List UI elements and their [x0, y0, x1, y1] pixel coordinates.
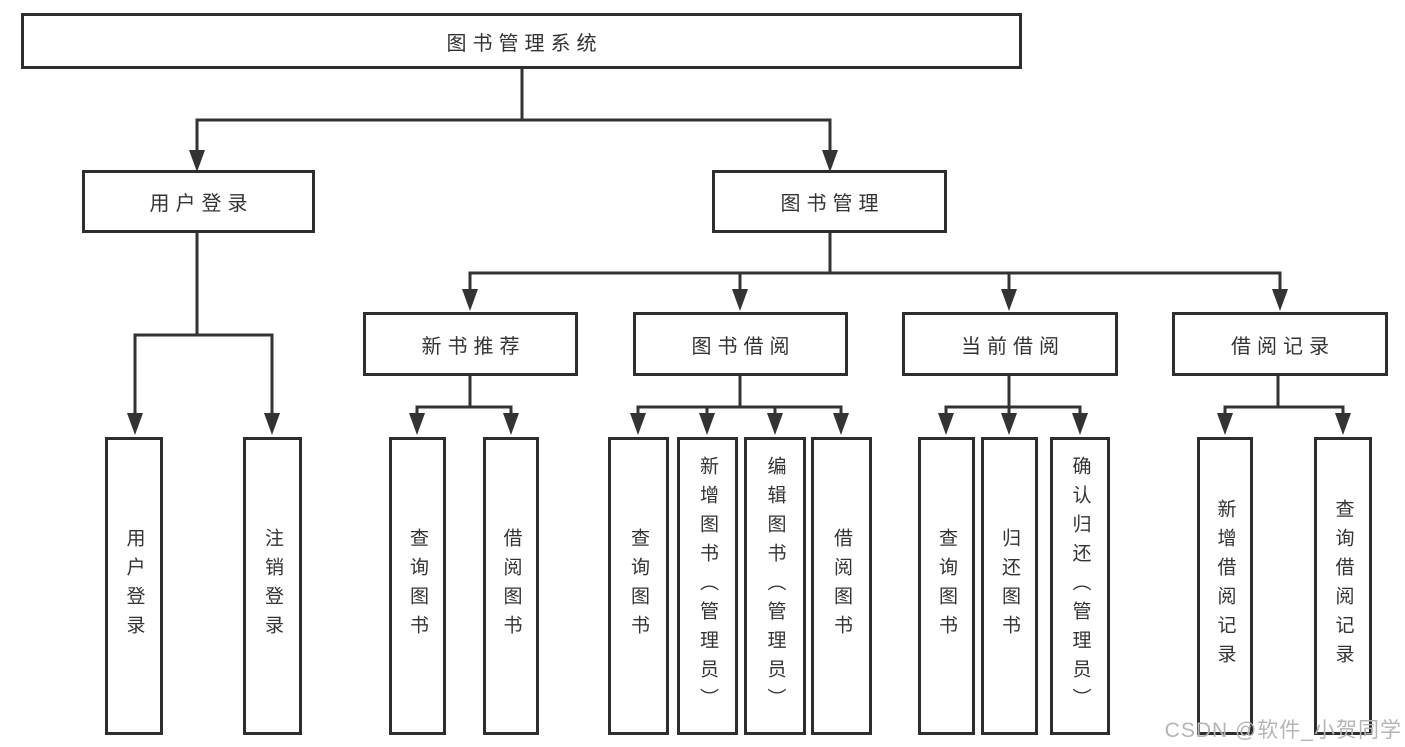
- leaf-label: 查询借阅记录: [1332, 499, 1354, 673]
- leaf-label: 用户登录: [123, 528, 145, 644]
- node-book-management: 图书管理: [712, 170, 947, 233]
- node-book-borrow: 图书借阅: [633, 312, 848, 376]
- leaf-add-borrow-record: 新增借阅记录: [1197, 437, 1253, 735]
- leaf-confirm-return-admin: 确认归还（管理员）: [1050, 437, 1110, 735]
- leaf-borrow-book: 借阅图书: [811, 437, 872, 735]
- leaf-label: 新增借阅记录: [1214, 499, 1236, 673]
- leaf-label: 查询图书: [936, 528, 957, 644]
- leaf-label: 归还图书: [999, 528, 1020, 644]
- node-new-book-recommend: 新书推荐: [363, 312, 578, 376]
- leaf-label: 新增图书（管理员）: [697, 455, 718, 717]
- leaf-edit-book-admin: 编辑图书（管理员）: [744, 437, 806, 735]
- leaf-add-book-admin: 新增图书（管理员）: [677, 437, 738, 735]
- leaf-label: 查询图书: [407, 528, 428, 644]
- leaf-label: 查询图书: [628, 528, 649, 644]
- leaf-borrow-book-recommend: 借阅图书: [483, 437, 539, 735]
- leaf-label: 确认归还（管理员）: [1069, 455, 1091, 717]
- leaf-label: 借阅图书: [831, 528, 852, 644]
- leaf-user-login: 用户登录: [105, 437, 163, 735]
- node-user-login: 用户登录: [82, 170, 315, 233]
- leaf-return-book: 归还图书: [981, 437, 1038, 735]
- leaf-query-book-borrow: 查询图书: [608, 437, 669, 735]
- leaf-label: 注销登录: [262, 528, 283, 644]
- leaf-query-book-recommend: 查询图书: [389, 437, 446, 735]
- node-borrow-records: 借阅记录: [1172, 312, 1388, 376]
- node-current-borrow: 当前借阅: [902, 312, 1118, 376]
- leaf-label: 借阅图书: [500, 528, 522, 644]
- leaf-query-book-current: 查询图书: [918, 437, 975, 735]
- csdn-watermark: CSDN @软件_小贺同学: [1164, 719, 1402, 742]
- node-library-management-system: 图书管理系统: [21, 13, 1022, 69]
- leaf-label: 编辑图书（管理员）: [764, 455, 786, 717]
- leaf-query-borrow-record: 查询借阅记录: [1314, 437, 1372, 735]
- leaf-logout: 注销登录: [243, 437, 302, 735]
